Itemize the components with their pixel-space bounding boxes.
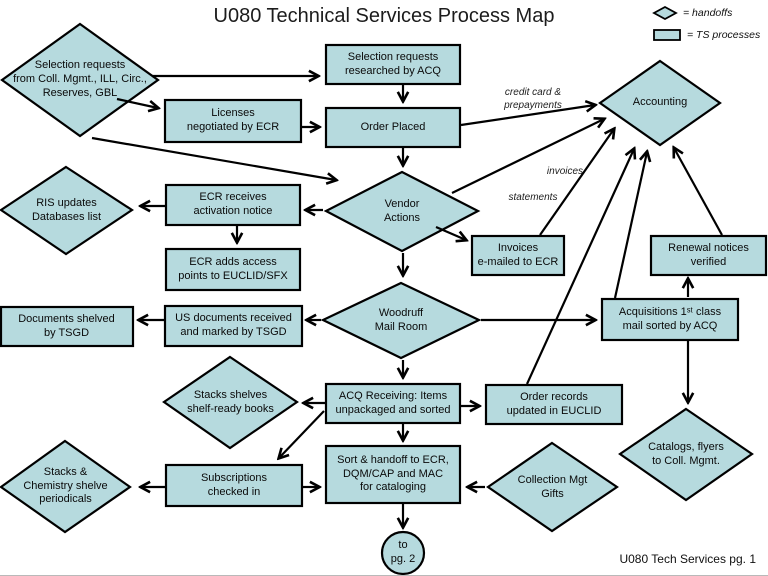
ris-updates-diamond <box>0 165 134 256</box>
page-footer: U080 Tech Services pg. 1 <box>619 552 756 566</box>
catalogs-flyers-diamond <box>618 407 754 502</box>
edge-acquisitions-to-accounting <box>613 152 647 299</box>
invoices-emailed-box <box>470 234 566 277</box>
collection-gifts-diamond <box>486 441 619 533</box>
handoff-diamond-icon <box>652 5 678 21</box>
edge-invoices-emailed-to-accounting <box>539 129 614 236</box>
vendor-actions-diamond <box>323 170 481 253</box>
edge-vendor-actions-to-invoices-emailed <box>435 225 466 240</box>
stacks-shelves-diamond <box>162 355 299 450</box>
woodruff-mail-room-diamond <box>320 281 482 360</box>
selection-researched-box <box>324 43 462 86</box>
legend-row-processes: = TS processes <box>652 24 768 46</box>
ecr-adds-access-box <box>164 247 302 292</box>
selection-requests-diamond <box>0 22 160 138</box>
sort-handoff-box <box>324 444 462 505</box>
legend: = handoffs = TS processes <box>652 2 768 46</box>
accounting-diamond <box>598 59 722 147</box>
edge-acq-receiving-to-subscriptions <box>279 410 325 458</box>
edge-selection-requests-to-licenses <box>116 97 158 108</box>
edge-order-records-to-accounting <box>525 149 634 385</box>
ecr-receives-box <box>164 183 302 227</box>
stacks-chemistry-diamond <box>0 439 132 534</box>
order-placed-box <box>324 106 462 149</box>
edge-vendor-actions-to-accounting <box>451 119 604 194</box>
legend-row-handoffs: = handoffs <box>652 2 768 24</box>
legend-handoffs-label: = handoffs <box>683 7 733 19</box>
subscriptions-box <box>164 463 304 508</box>
to-pg2-circle <box>380 530 426 576</box>
process-rect-icon <box>653 29 681 41</box>
page-title: U080 Technical Services Process Map <box>213 5 555 27</box>
edge-renewal-notices-to-accounting <box>674 148 723 236</box>
edge-order-placed-to-accounting <box>460 105 595 127</box>
licenses-negotiated-box <box>163 98 303 144</box>
acquisitions-mail-box <box>600 297 740 342</box>
legend-processes-label: = TS processes <box>687 29 761 41</box>
edge-selection-requests-to-vendor-actions <box>91 136 336 180</box>
renewal-notices-box <box>649 234 768 277</box>
acq-receiving-box <box>324 382 462 425</box>
us-documents-box <box>163 304 304 348</box>
documents-shelved-box <box>0 305 135 348</box>
order-records-box <box>484 383 624 426</box>
